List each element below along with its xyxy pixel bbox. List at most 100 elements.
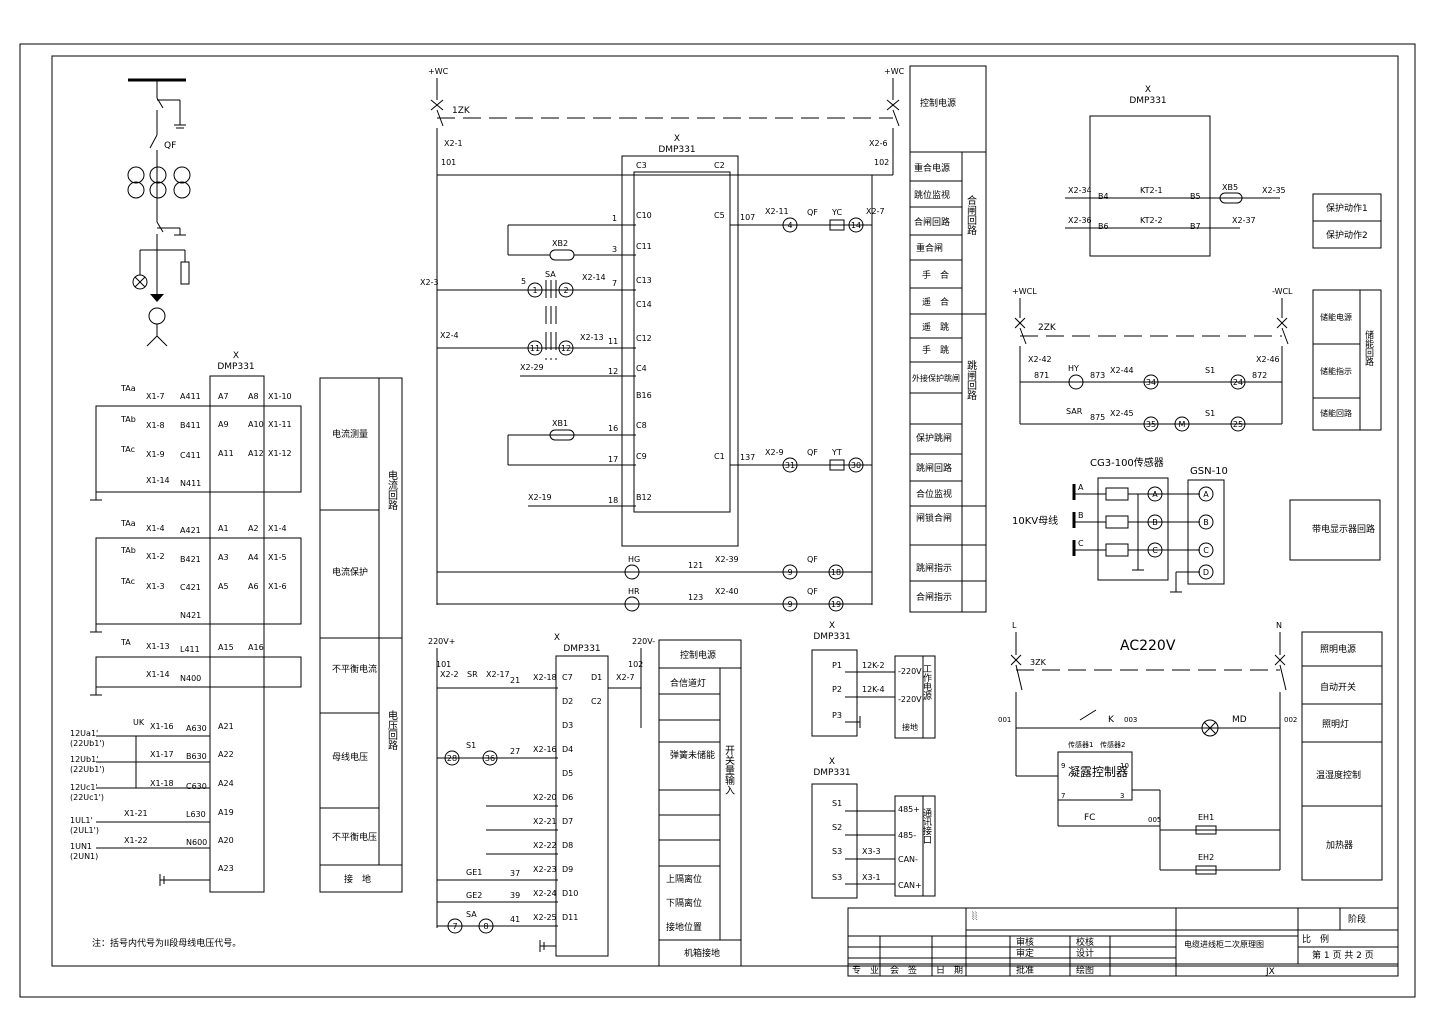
cm-l1: 485- xyxy=(898,831,916,840)
sn-ph-b: B xyxy=(1078,511,1084,520)
dev-name-1: DMP331 xyxy=(217,362,254,372)
lt-pl0: 9 xyxy=(1061,762,1065,770)
tb-r0b: 校核 xyxy=(1076,936,1094,948)
cs-r0-x: X1-7 xyxy=(146,392,165,401)
ap-t1: 12K-4 xyxy=(862,685,885,694)
di-p4: D5 xyxy=(562,769,573,778)
lt-l0: 照明电源 xyxy=(1320,643,1356,655)
es-r2-5: S1 xyxy=(1205,409,1215,418)
sn-bus: 10KV母线 xyxy=(1012,514,1058,527)
di-node-right: 102 xyxy=(628,660,643,669)
di-term-left: X2-2 xyxy=(440,670,459,679)
lt-eh2: EH2 xyxy=(1198,853,1214,862)
es-r2-0: SAR xyxy=(1066,407,1083,416)
lighting-section: AC220V L N 3ZK 001 003 002 K MD 凝露控制器 传感… xyxy=(998,621,1383,881)
cm-l2: CAN- xyxy=(898,855,918,864)
es-r2-4: M xyxy=(1179,420,1186,429)
cs-m2-x2: X1-6 xyxy=(268,582,287,591)
trip-coil: YT xyxy=(831,448,842,457)
dev-name-4: DMP331 xyxy=(813,632,850,642)
cs-m2-b: A6 xyxy=(248,582,259,591)
di-w37: 37 xyxy=(510,869,520,878)
note-text: 注：括号内代号为II段母线电压代号。 xyxy=(92,937,241,949)
cp-node-left: 101 xyxy=(441,158,456,167)
sn-g3: D xyxy=(1203,568,1209,577)
di-c28: 28 xyxy=(447,754,457,763)
ap-p1: P2 xyxy=(832,685,842,694)
tb-sheet: 第 1 页 共 2 页 xyxy=(1312,949,1374,961)
di-p3: D4 xyxy=(562,745,573,754)
di-rp1: C2 xyxy=(591,697,602,706)
vr4-w: N600 xyxy=(186,838,207,847)
cs-z0-b: A16 xyxy=(248,643,264,652)
lt-pr1: 3 xyxy=(1120,792,1124,800)
pr-l1: 保护动作2 xyxy=(1326,229,1368,241)
hr-qf: QF xyxy=(807,587,818,596)
pin-c13: C13 xyxy=(636,276,652,285)
w3: 3 xyxy=(612,245,617,254)
sn-ph-c: C xyxy=(1078,539,1084,548)
cp-bus-right: +WC xyxy=(884,67,905,76)
ap-l2: 接地 xyxy=(902,722,918,732)
cp-term-right: X2-6 xyxy=(869,139,888,148)
di-t6: X2-24 xyxy=(533,889,557,898)
cs-r1-w: B411 xyxy=(180,421,201,430)
di-t1: X2-16 xyxy=(533,745,557,754)
tb-f2: 日 期 xyxy=(936,965,963,976)
tb-r1a: 审定 xyxy=(1016,947,1034,959)
cs-r1-x: X1-8 xyxy=(146,421,165,430)
vr0-w: A630 xyxy=(186,724,207,733)
di-w39: 39 xyxy=(510,891,520,900)
cm-p3: S3 xyxy=(832,873,842,882)
pr-b2: B7 xyxy=(1190,222,1201,231)
dev-name-6: DMP331 xyxy=(1129,96,1166,106)
tb-f1: 会 签 xyxy=(890,964,917,976)
fl-8: 手 跳 xyxy=(922,344,949,356)
pin-c12: C12 xyxy=(636,334,652,343)
di-t7: X2-25 xyxy=(533,913,557,922)
energy-storage: +WCL -WCL 2ZK X2-42 X2-46 871 HY 873 X2-… xyxy=(1012,287,1382,432)
xb2-label: XB2 xyxy=(552,239,568,248)
vr4-a: 1UN1 xyxy=(70,842,92,851)
cm-l3: CAN+ xyxy=(898,881,922,890)
di-sr: SR xyxy=(467,670,478,679)
sn-c2: C xyxy=(1152,546,1158,555)
vr3-a: 1UL1' xyxy=(70,816,93,825)
vr3-x: X1-21 xyxy=(124,809,148,818)
w16: 16 xyxy=(608,424,618,433)
vr4-b: (2UN1) xyxy=(70,852,98,861)
di-s1: S1 xyxy=(466,741,476,750)
vr0-p: A21 xyxy=(218,722,234,731)
pin-c2: C2 xyxy=(714,161,725,170)
cs-r2-b: A12 xyxy=(248,449,264,458)
tb-r2b: 绘图 xyxy=(1076,964,1094,976)
c-11: 11 xyxy=(530,344,540,353)
vr1-w: B630 xyxy=(186,752,207,761)
cs-m0-a: A1 xyxy=(218,524,229,533)
cs-m2-ta: TAc xyxy=(120,577,135,586)
pr-o0: X2-35 xyxy=(1262,186,1286,195)
cs-m1-b: A4 xyxy=(248,553,259,562)
cs-r2-x2: X1-12 xyxy=(268,449,292,458)
sn-c1: B xyxy=(1152,518,1158,527)
hr-lamp: HR xyxy=(628,587,640,596)
lbl-current-measure: 电流测量 xyxy=(332,428,368,440)
lt-md: MD xyxy=(1232,715,1247,725)
di-l2: 弹簧未储能 xyxy=(670,749,715,761)
lbl-bus-volt: 母线电压 xyxy=(332,751,368,763)
trip-term: X2-9 xyxy=(765,448,784,457)
es-group: 储能回路 xyxy=(1363,329,1374,367)
di-l3: 上隔离位 xyxy=(666,873,702,885)
es-r1-1: HY xyxy=(1068,364,1079,373)
cs-r1-x2: X1-11 xyxy=(268,420,292,429)
sn-label: 带电显示器回路 xyxy=(1312,523,1375,535)
close-c1: 4 xyxy=(787,221,792,230)
di-l0: 控制电源 xyxy=(680,649,716,661)
lt-pl1: 7 xyxy=(1061,792,1065,800)
vr0-uk: UK xyxy=(133,718,145,727)
lt-title: AC220V xyxy=(1120,638,1176,654)
tb-r0a: 审核 xyxy=(1016,936,1034,948)
w18: 18 xyxy=(608,496,618,505)
lt-sensor2: 传感器2 xyxy=(1100,740,1125,749)
digital-inputs: 220V+ 220V- 101 102 X2-2 SR X2-17 21 X D… xyxy=(428,633,742,967)
